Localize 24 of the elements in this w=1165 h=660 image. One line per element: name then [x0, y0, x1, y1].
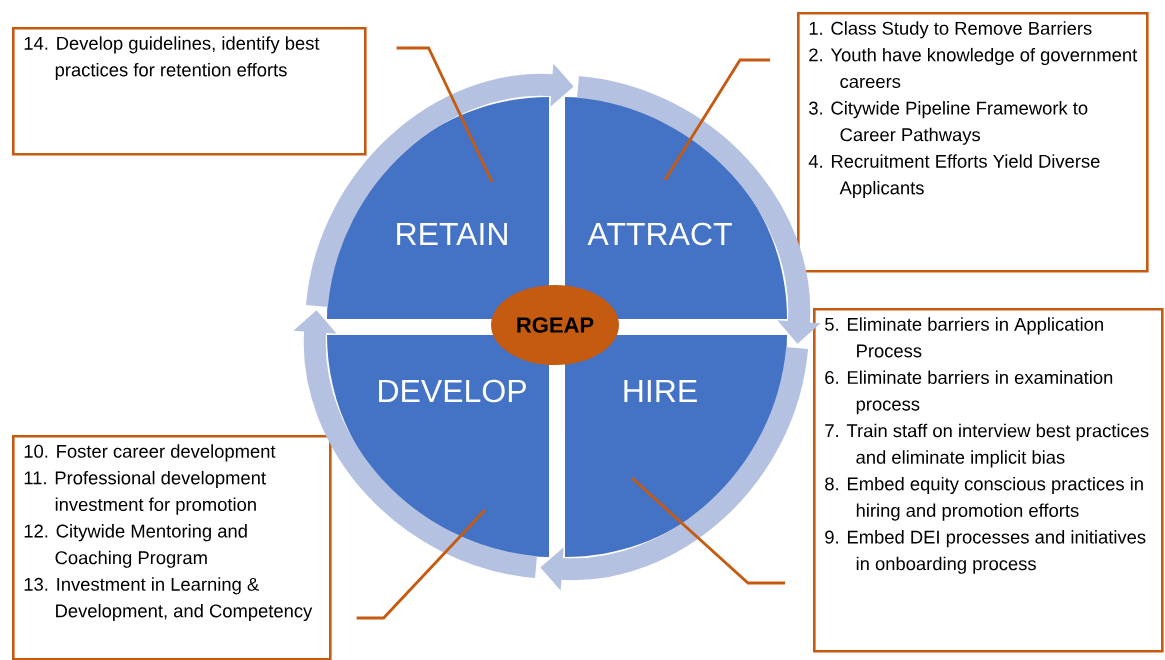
leader-line — [356, 509, 487, 620]
list-item: 9. Embed DEI processes and initiatives in onboarding process — [825, 530, 1146, 574]
leader-line — [631, 476, 785, 585]
list-item: 6. Eliminate barriers in examination process — [825, 370, 1113, 415]
text-box — [813, 308, 1164, 653]
list-item: 1. Class Study to Remove Barriers — [809, 21, 1092, 39]
quadrant: HIRE — [565, 335, 787, 557]
quadrant: DEVELOP — [327, 335, 549, 557]
list-item: 7. Train staff on interview best practices and eliminate implicit bias — [825, 423, 1149, 468]
list-item: 14. Develop guidelines, identify best practices for retention efforts — [24, 36, 320, 81]
leader-line — [663, 58, 770, 181]
list-item: 8. Embed equity conscious practices in hiring and promotion efforts — [825, 476, 1143, 521]
text-box — [797, 12, 1149, 273]
list-item: 5. Eliminate barriers in Application Process — [825, 317, 1103, 358]
list-item: 10. Foster career development — [24, 444, 276, 462]
list-item: 3. Citywide Pipeline Framework to Career Pathways — [809, 101, 1088, 145]
list-item: 13. Investment in Learning & Development, and Competency — [24, 577, 313, 622]
leader-line — [396, 46, 494, 183]
text-box — [12, 27, 367, 156]
text-box — [12, 435, 332, 660]
list-item: 4. Recruitment Efforts Yield Diverse Applicants — [808, 154, 1100, 199]
list-item: 11. Professional development investment for promotion — [24, 470, 266, 515]
list-item: 12. Citywide Mentoring and Coaching Program — [24, 524, 247, 568]
list-item: 2. Youth have knowledge of government careers — [809, 47, 1138, 89]
